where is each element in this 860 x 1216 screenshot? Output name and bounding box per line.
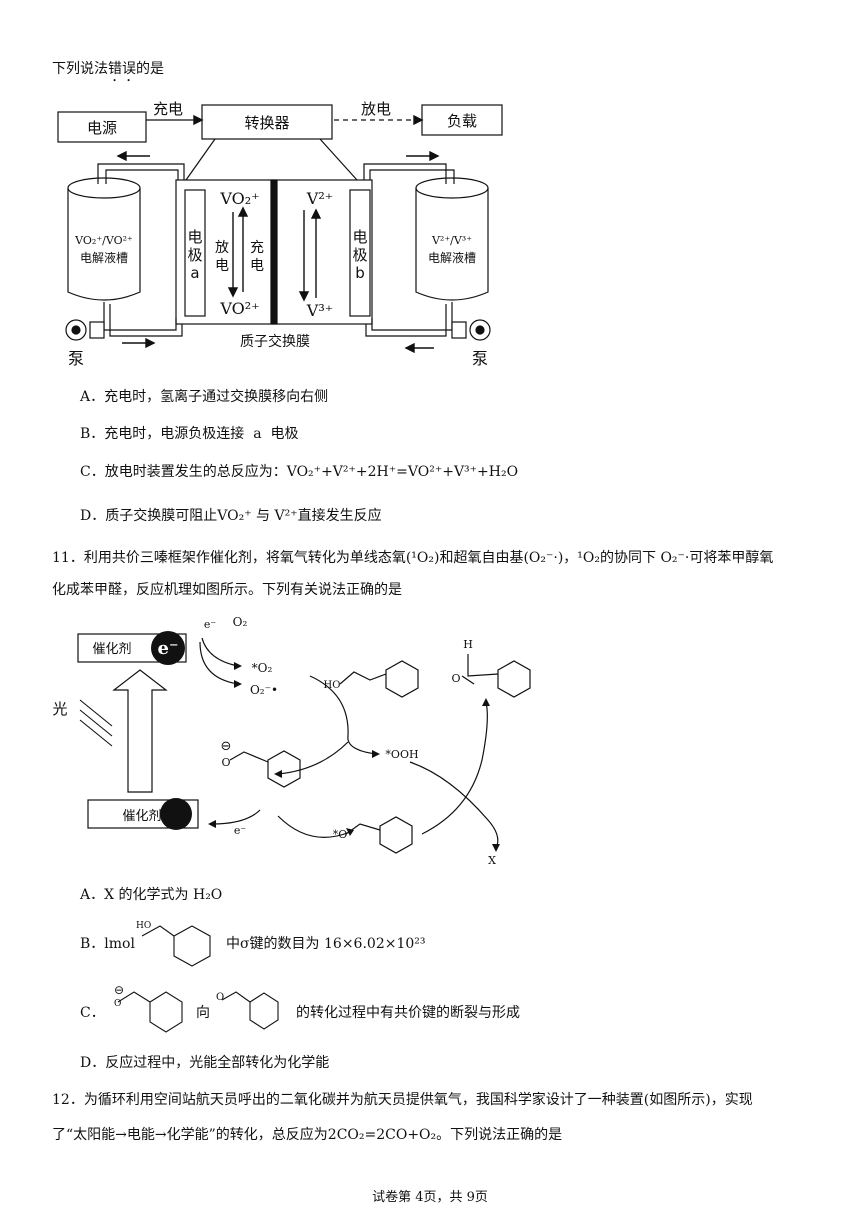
left-bottom-ion: VO²⁺ xyxy=(219,299,259,318)
tank-right-ions: V²⁺/V³⁺ xyxy=(431,234,472,247)
catalyst-top-label: 催化剂 xyxy=(92,642,131,657)
q11-stem-line2: 化成苯甲醛，反应机理如图所示。下列有关说法正确的是 xyxy=(52,582,402,598)
electrode-b-c2: 极 xyxy=(352,246,367,264)
star-ooh-label: *OOH xyxy=(385,748,418,761)
q11-option-b-tail: 中σ键的数目为 16×6.02×10²³ xyxy=(226,936,426,952)
load-label: 负载 xyxy=(447,112,477,130)
ho-label: HO xyxy=(324,680,341,691)
h-label: H xyxy=(463,638,473,651)
electrode-a-rect xyxy=(184,189,206,317)
membrane xyxy=(270,179,278,325)
q11-stem-line1: 11．利用共价三嗪框架作催化剂，将氧气转化为单线态氧(¹O₂)和超氧自由基(O₂… xyxy=(52,550,774,566)
q10-option-c: C．放电时装置发生的总反应为：VO₂⁺+V²⁺+2H⁺=VO²⁺+V³⁺+H₂O xyxy=(80,464,519,480)
benzyl-ho-label: HO xyxy=(136,921,151,931)
converter-label: 转换器 xyxy=(244,114,289,132)
benzyloxy-radical-structure: O xyxy=(216,991,279,1030)
q12-stem-line2: 了“太阳能→电能→化学能”的转化，总反应为2CO₂=2CO+O₂。下列说法正确的… xyxy=(52,1127,563,1143)
q11-option-a: A．X 的化学式为 H₂O xyxy=(80,887,223,903)
page-footer: 试卷第 4页，共 9页 xyxy=(372,1190,488,1205)
charge-v1: 充 xyxy=(250,240,264,256)
q10-option-b: B．充电时，电源负极连接 a 电极 xyxy=(80,426,299,442)
discharge-v1: 放 xyxy=(215,240,229,256)
o-minus-icon: ⊖ xyxy=(221,739,232,754)
q11-option-b: B．lmol xyxy=(80,936,135,952)
left-top-ion: VO₂⁺ xyxy=(219,189,259,208)
pump-right-label: 泵 xyxy=(472,349,488,368)
phenoxide-structure: ⊖ O xyxy=(114,983,183,1033)
electron-ball xyxy=(151,631,185,665)
discharge-v2: 电 xyxy=(215,258,229,274)
star-o-label: *O xyxy=(333,828,348,841)
electrode-b-c3: b xyxy=(355,264,365,282)
right-bottom-ion: V³⁺ xyxy=(306,301,333,320)
q11-option-c-tail: 的转化过程中有共价键的断裂与形成 xyxy=(296,1005,520,1021)
charge-v2: 电 xyxy=(250,258,264,274)
tank-left-ions: VO₂⁺/VO²⁺ xyxy=(74,234,133,247)
right-top-ion: V²⁺ xyxy=(306,189,333,208)
electron-label: e⁻ xyxy=(158,638,179,659)
hole-ball xyxy=(160,798,192,830)
q11-option-d: D．反应过程中，光能全部转化为化学能 xyxy=(80,1055,330,1071)
electrode-a-c1: 电 xyxy=(187,228,202,246)
photocatalysis-diagram: 催化剂 e⁻ 催化剂 e⁻ O₂ *O₂ O₂⁻• HO 光 *OOH H O … xyxy=(52,615,531,867)
benzyl-alcohol-structure: HO xyxy=(136,921,211,967)
power-source-label: 电源 xyxy=(87,119,117,137)
phenoxide-minus-icon: ⊖ xyxy=(114,983,124,997)
aldehyde-o-label: O xyxy=(451,672,460,685)
q10-option-a: A．充电时，氢离子通过交换膜移向右侧 xyxy=(80,389,329,405)
electrode-b-c1: 电 xyxy=(352,228,367,246)
singlet-o2-label: *O₂ xyxy=(252,661,273,675)
flow-battery-diagram: 电源 充电 转换器 放电 负载 VO₂⁺/VO²⁺ 电解液槽 V²⁺/V³⁺ 电… xyxy=(57,100,503,368)
q11-option-c: C． xyxy=(80,1005,105,1021)
superoxide-label: O₂⁻• xyxy=(250,683,278,697)
tank-left-label: 电解液槽 xyxy=(80,250,128,265)
discharge-label: 放电 xyxy=(361,100,391,118)
catalyst-bottom-label: 催化剂 xyxy=(122,809,161,824)
electrode-a-c3: a xyxy=(190,264,199,282)
e-bottom-label: e⁻ xyxy=(234,824,247,837)
excitation-arrow xyxy=(112,669,168,793)
q12-stem-line1: 12．为循环利用空间站航天员呼出的二氧化碳并为航天员提供氧气，我国科学家设计了一… xyxy=(52,1092,753,1108)
power-source-box xyxy=(57,111,147,143)
light-label: 光 xyxy=(52,700,67,718)
phenoxide-o-small: O xyxy=(114,999,121,1009)
electrode-b-rect xyxy=(349,189,371,317)
x-label: X xyxy=(488,854,496,867)
q10-option-d: D．质子交换膜可阻止VO₂⁺ 与 V²⁺直接发生反应 xyxy=(80,508,382,524)
electrode-a-c2: 极 xyxy=(187,246,202,264)
pump-left-label: 泵 xyxy=(68,349,84,368)
converter-box xyxy=(201,104,333,140)
e-small-label: e⁻ xyxy=(204,618,217,631)
tank-right-label: 电解液槽 xyxy=(428,250,476,265)
radical-o-small: O xyxy=(216,992,224,1003)
phenoxide-o-label: O xyxy=(221,756,230,769)
o2-label: O₂ xyxy=(233,615,248,629)
q10-prompt: 下列说法错误的是 xyxy=(52,61,164,77)
q11-option-c-to: 向 xyxy=(196,1005,210,1021)
membrane-label: 质子交换膜 xyxy=(240,333,310,350)
charge-label: 充电 xyxy=(153,100,183,118)
